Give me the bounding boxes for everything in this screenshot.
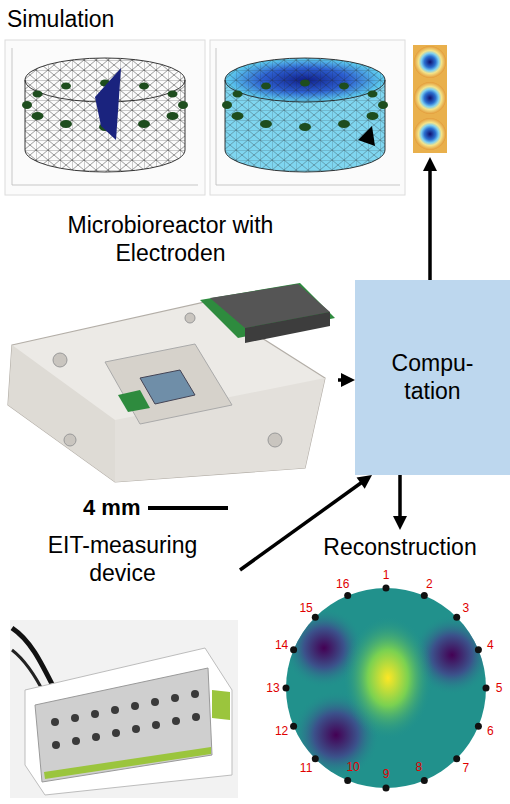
microbioreactor-panel: Microbioreactor with Electroden [3,208,338,486]
node-heading: Reconstruction [321,534,479,562]
electrode-number: 13 [266,682,279,694]
electrode-number: 15 [299,602,312,614]
electrode-number: 5 [496,682,503,694]
arrow-head [341,373,355,387]
eit-device-panel: EIT-measuring device [5,528,240,796]
arrow-line [398,475,402,518]
reconstruction-plot [280,580,500,800]
simulation-panel: Simulation [3,2,450,157]
flow-arrow [393,475,407,530]
flow-arrow [423,157,437,280]
flow-arrow [338,373,355,387]
electrode-number: 10 [346,761,359,773]
node-heading: Simulation [7,6,446,34]
mesh-simulation-colored [210,40,405,195]
arrow-line [428,169,432,280]
electrode-number: 8 [416,761,423,773]
node-heading: EIT-measuring device [33,532,213,587]
arrow-head [423,157,437,171]
electrode-number: 7 [463,762,470,774]
electrode-number: 11 [300,762,312,774]
electrode-number: 6 [487,725,494,737]
node-heading: Compu- tation [388,350,478,405]
electrode-number: 16 [336,578,349,590]
eit-device-photo [10,620,238,798]
computation-box: Compu- tation [355,280,510,475]
arrow-head [393,516,407,530]
scale-label: 4 mm [83,497,140,519]
mesh-simulation [5,40,205,195]
electrode-number: 4 [487,639,494,651]
electrode-number: 3 [463,602,470,614]
reconstruction-panel: Reconstruction [317,530,483,566]
node-heading: Microbioreactor with Electroden [41,212,301,267]
electrode-number: 14 [275,639,288,651]
electrode-number: 12 [275,725,288,737]
reconstruction-thumbnails [413,45,447,153]
electrode-number: 9 [383,768,390,780]
electrode-number: 2 [426,578,433,590]
arrow-head [357,475,372,489]
electrode-number: 1 [383,569,390,581]
scale-bar [148,506,228,510]
microbioreactor-render [8,283,335,482]
